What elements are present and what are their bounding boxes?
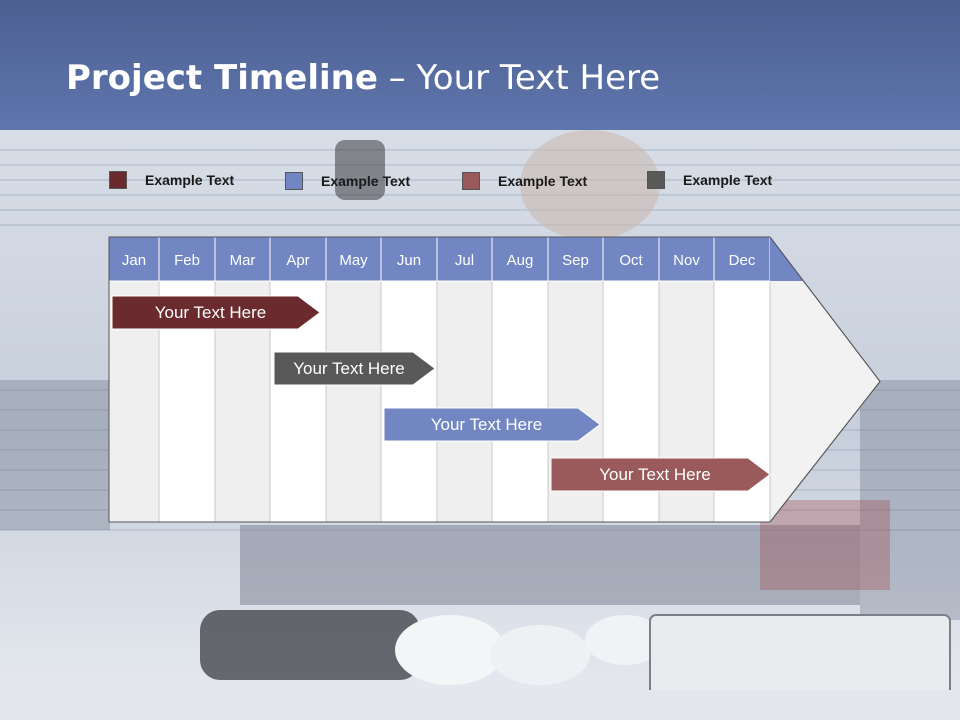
page-title: Project Timeline – Your Text Here <box>66 58 660 98</box>
task-bar-2 <box>273 351 436 386</box>
task-bar-4 <box>550 457 771 492</box>
month-label: Apr <box>286 252 309 269</box>
legend-item-3: Example Text <box>462 171 622 191</box>
legend-swatch <box>109 171 127 189</box>
task-bar-1 <box>111 295 321 330</box>
timeline-outline <box>108 236 881 523</box>
month-header-cell <box>491 236 549 282</box>
month-header-cell <box>380 236 438 282</box>
month-label: May <box>339 252 368 269</box>
task-label: Your Text Here <box>293 359 405 378</box>
legend-swatch <box>647 171 665 189</box>
legend-swatch <box>285 172 303 190</box>
month-column-may <box>325 280 382 523</box>
task-label: Your Text Here <box>431 415 543 434</box>
legend-label: Example Text <box>321 173 411 189</box>
task-bar-3 <box>383 407 601 442</box>
legend-label: Example Text <box>145 172 235 188</box>
month-label: Nov <box>673 252 700 269</box>
month-header-cell <box>158 236 216 282</box>
task-label: Your Text Here <box>599 465 711 484</box>
legend-item-2: Example Text <box>285 171 445 191</box>
month-header-cell <box>436 236 493 282</box>
month-label: Jun <box>397 252 421 269</box>
month-label: Jul <box>455 252 474 269</box>
legend-label: Example Text <box>683 172 773 188</box>
month-column-aug <box>491 280 549 523</box>
month-column-jul <box>436 280 493 523</box>
month-label: Sep <box>562 252 589 269</box>
month-label: Mar <box>230 252 256 269</box>
legend-item-1: Example Text <box>109 170 269 190</box>
title-rest: – Your Text Here <box>377 58 661 98</box>
legend-swatch <box>462 172 480 190</box>
task-label: Your Text Here <box>155 303 267 322</box>
month-label: Feb <box>174 252 200 269</box>
month-column-jun <box>380 280 438 523</box>
month-header-cell <box>658 236 715 282</box>
month-label: Aug <box>507 252 534 269</box>
legend-item-4: Example Text <box>647 170 807 190</box>
month-header-cell <box>269 236 327 282</box>
header-band <box>0 0 960 130</box>
title-bold: Project Timeline <box>66 58 378 98</box>
month-label: Oct <box>619 252 643 269</box>
month-label: Jan <box>122 252 146 269</box>
month-header-cell <box>325 236 382 282</box>
legend-label: Example Text <box>498 173 588 189</box>
month-label: Dec <box>729 252 756 269</box>
